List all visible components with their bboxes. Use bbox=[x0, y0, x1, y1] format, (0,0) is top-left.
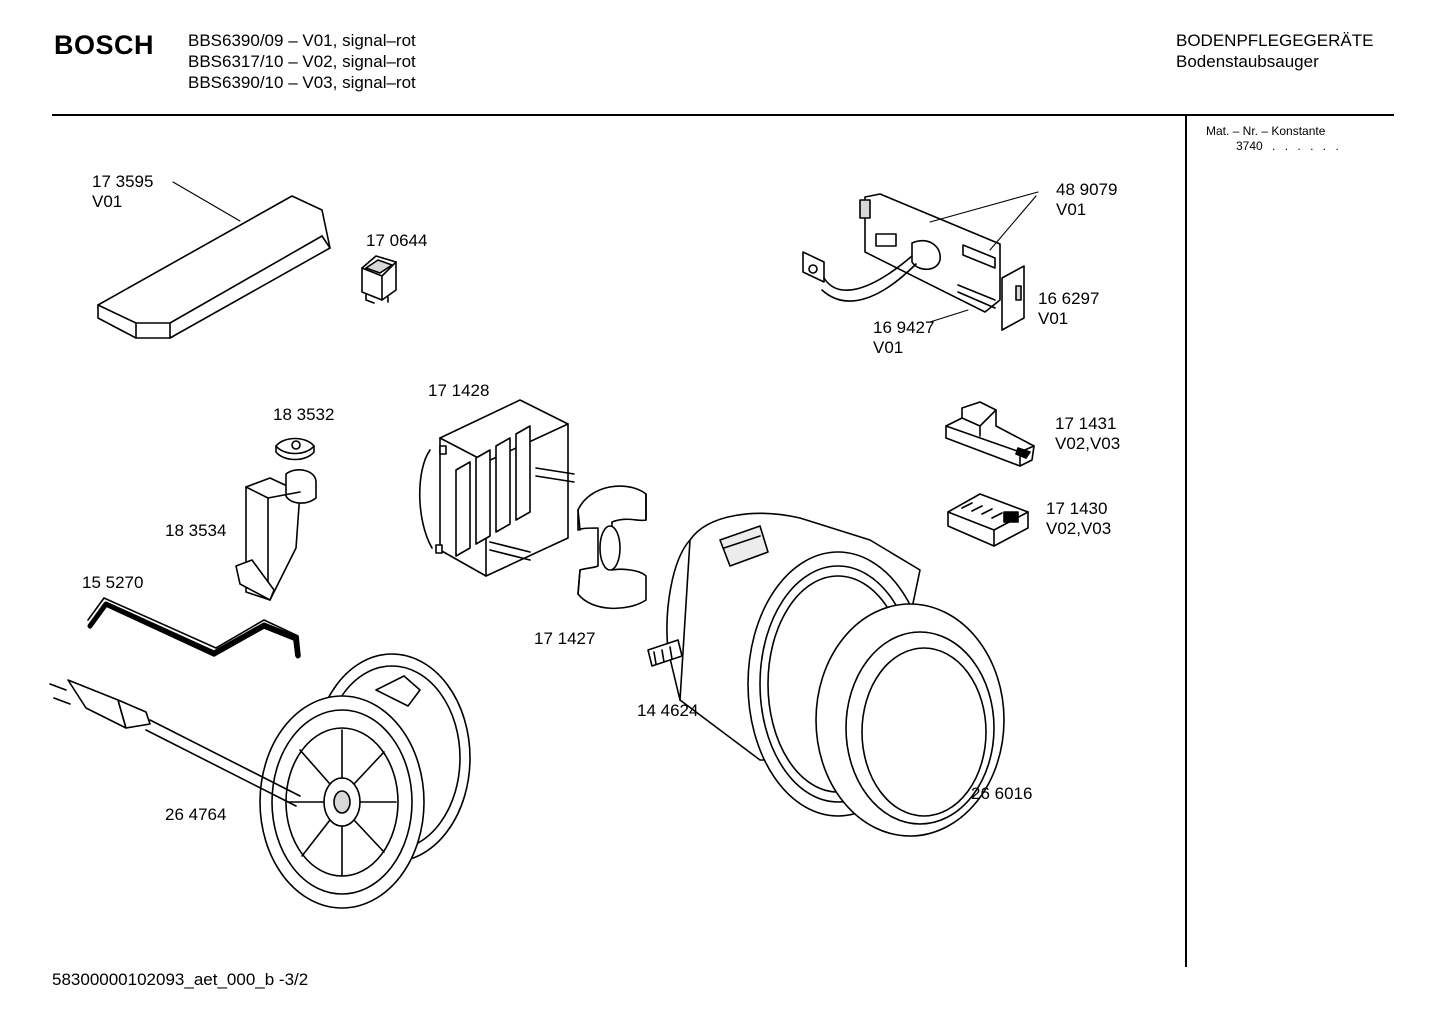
part-266016-seal-ring-drawing bbox=[815, 603, 1005, 837]
model-list: BBS6390/09 – V01, signal–rot BBS6317/10 … bbox=[188, 30, 416, 93]
part-183534-bracket-drawing bbox=[235, 469, 317, 601]
part-number: 17 1430 bbox=[1046, 499, 1108, 518]
part-183532-nut-drawing bbox=[275, 437, 315, 461]
part-171431-connector-drawing bbox=[945, 401, 1035, 467]
part-171430-terminal-block-drawing bbox=[947, 493, 1029, 547]
part-number: 15 5270 bbox=[82, 573, 144, 592]
part-number: 16 9427 bbox=[873, 318, 935, 337]
part-label-171430: 17 1430 V02,V03 bbox=[1046, 499, 1111, 539]
sidebar-divider bbox=[1185, 116, 1187, 967]
part-label-170644: 17 0644 bbox=[366, 231, 427, 251]
part-264764-cable-reel-drawing bbox=[49, 653, 471, 909]
part-label-171428: 17 1428 bbox=[428, 381, 489, 401]
part-number: 26 4764 bbox=[165, 805, 227, 824]
material-dot: . bbox=[1297, 139, 1301, 153]
part-number: 18 3532 bbox=[273, 405, 335, 424]
part-number: 17 1428 bbox=[428, 381, 490, 400]
part-label-183534: 18 3534 bbox=[165, 521, 226, 541]
model-line: BBS6390/10 – V03, signal–rot bbox=[188, 73, 416, 92]
part-number: 17 1427 bbox=[534, 629, 596, 648]
part-155270-wire-drawing bbox=[87, 597, 301, 659]
part-label-155270: 15 5270 bbox=[82, 573, 143, 593]
material-constant: 3740 bbox=[1236, 139, 1263, 153]
material-dot: . bbox=[1322, 139, 1327, 153]
header-divider bbox=[52, 114, 1394, 116]
part-number: 14 4624 bbox=[637, 701, 699, 720]
part-label-489079: 48 9079 V01 bbox=[1056, 180, 1117, 220]
part-label-173595: 17 3595 V01 bbox=[92, 172, 153, 212]
part-489079-board-drawing bbox=[802, 191, 1039, 331]
page-number: -3/2 bbox=[278, 970, 309, 989]
category-block: BODENPFLEGEGERÄTE Bodenstaubsauger bbox=[1176, 30, 1373, 72]
part-variant: V02,V03 bbox=[1046, 519, 1112, 538]
part-variant: V01 bbox=[92, 192, 123, 211]
part-label-169427: 16 9427 V01 bbox=[873, 318, 934, 358]
material-dot: . bbox=[1272, 139, 1276, 153]
model-line: BBS6317/10 – V02, signal–rot bbox=[188, 52, 416, 71]
category-title: BODENPFLEGEGERÄTE bbox=[1176, 31, 1374, 50]
material-number-heading: Mat. – Nr. – Konstante bbox=[1206, 124, 1326, 138]
part-label-266016: 26 6016 bbox=[971, 784, 1032, 804]
document-code: 58300000102093_aet_000_b bbox=[52, 970, 275, 989]
part-number: 17 3595 bbox=[92, 172, 154, 191]
part-variant: V01 bbox=[1038, 309, 1069, 328]
part-label-144624: 14 4624 bbox=[637, 701, 698, 721]
part-variant: V02,V03 bbox=[1055, 434, 1121, 453]
part-label-183532: 18 3532 bbox=[273, 405, 334, 425]
document-footer: 58300000102093_aet_000_b -3/2 bbox=[52, 970, 308, 990]
part-label-264764: 26 4764 bbox=[165, 805, 226, 825]
category-subtitle: Bodenstaubsauger bbox=[1176, 52, 1319, 71]
part-variant: V01 bbox=[1056, 200, 1087, 219]
material-dot: . bbox=[1284, 139, 1289, 153]
material-dot: . bbox=[1335, 139, 1339, 153]
part-label-166297: 16 6297 V01 bbox=[1038, 289, 1099, 329]
part-label-171427: 17 1427 bbox=[534, 629, 595, 649]
part-label-171431: 17 1431 V02,V03 bbox=[1055, 414, 1120, 454]
part-170644-switch-drawing bbox=[361, 255, 397, 304]
material-number-values: 3740 . . . . . . bbox=[1236, 139, 1345, 153]
model-line: BBS6390/09 – V01, signal–rot bbox=[188, 31, 416, 50]
part-173595-plate-drawing bbox=[97, 181, 331, 339]
brand-logo: BOSCH bbox=[54, 30, 155, 60]
part-number: 26 6016 bbox=[971, 784, 1033, 803]
part-number: 16 6297 bbox=[1038, 289, 1100, 308]
part-number: 17 0644 bbox=[366, 231, 428, 250]
part-171427-brush-holder-drawing bbox=[577, 485, 647, 610]
part-number: 48 9079 bbox=[1056, 180, 1118, 199]
part-number: 17 1431 bbox=[1055, 414, 1117, 433]
part-171428-stator-drawing bbox=[418, 399, 575, 577]
material-dot: . bbox=[1310, 139, 1314, 153]
part-variant: V01 bbox=[873, 338, 904, 357]
part-number: 18 3534 bbox=[165, 521, 227, 540]
